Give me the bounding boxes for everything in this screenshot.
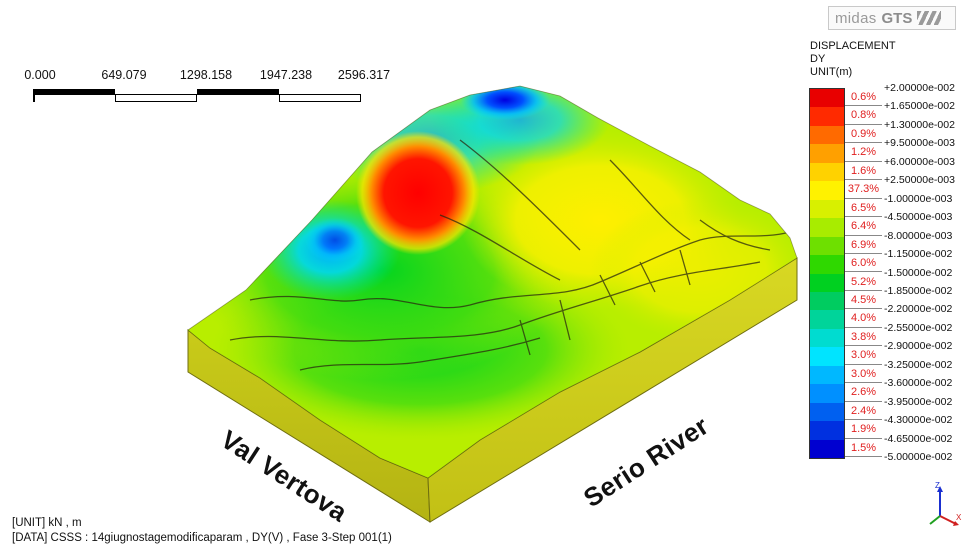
svg-text:Z: Z (935, 481, 940, 490)
legend-tick-label: -1.50000e-002 (884, 266, 953, 279)
scale-segment (33, 89, 115, 95)
legend-percentage: 6.0% (845, 254, 882, 273)
scale-label: 1947.238 (259, 68, 313, 82)
legend-tick-label: -5.00000e-002 (884, 451, 953, 463)
legend-tick-label: -4.50000e-003 (884, 211, 953, 224)
legend-tick-labels: +2.00000e-002 +1.65000e-002 +1.30000e-002 +… (880, 80, 970, 465)
scale-label: 0.000 (24, 68, 56, 82)
legend-tick-label: -8.00000e-003 (884, 229, 953, 242)
legend-color-bar (809, 88, 845, 459)
legend-band (810, 328, 844, 348)
legend-unit: UNIT(m) (810, 66, 853, 78)
logo-stripes-icon (917, 11, 942, 25)
scale-bar (33, 89, 361, 102)
midas-gts-logo: midas GTS (828, 6, 956, 30)
legend-band (810, 144, 844, 164)
legend-tick-label: +2.50000e-003 (884, 174, 955, 187)
scale-label: 649.079 (101, 68, 147, 82)
legend-percentage: 4.5% (845, 291, 882, 310)
legend-percentage: 6.9% (845, 236, 882, 255)
scale-label: 1298.158 (179, 68, 233, 82)
legend-percentages: 0.6%0.8%0.9%1.2%1.6%37.3%6.5%6.4%6.9%6.0… (845, 88, 882, 459)
legend-tick-label: -3.60000e-002 (884, 377, 953, 390)
legend-title: DISPLACEMENT DY UNIT(m) (810, 40, 896, 79)
legend-tick-label: +1.30000e-002 (884, 118, 955, 131)
legend-band (810, 402, 844, 422)
legend-band (810, 236, 844, 256)
legend-percentage: 3.8% (845, 328, 882, 347)
legend-tick-label: -1.15000e-002 (884, 248, 953, 261)
legend-percentage: 3.0% (845, 346, 882, 365)
legend-band (810, 347, 844, 367)
scale-bar-labels: 0.000 649.079 1298.158 1947.238 2596.317 (0, 68, 390, 84)
legend-band (810, 162, 844, 182)
legend-band (810, 181, 844, 201)
legend-percentage: 1.5% (845, 439, 882, 457)
legend-tick-label: -3.95000e-002 (884, 395, 953, 408)
legend-percentage: 5.2% (845, 273, 882, 291)
legend-band (810, 218, 844, 238)
legend-component: DY (810, 53, 826, 65)
status-data: [DATA] CSSS : 14giugnostagemodificaparam… (12, 532, 392, 544)
scale-segment (279, 94, 361, 102)
legend-percentage: 0.9% (845, 125, 882, 144)
scale-segment (115, 94, 197, 102)
legend-tick-label: +6.00000e-003 (884, 155, 955, 168)
legend-band (810, 199, 844, 219)
legend-percentage: 6.4% (845, 217, 882, 236)
legend-percentage: 2.6% (845, 383, 882, 402)
top-surface (188, 86, 797, 478)
legend-band (810, 291, 844, 311)
legend-percentage: 0.6% (845, 88, 882, 107)
legend-band (810, 365, 844, 385)
scale-segment (197, 89, 279, 95)
legend-result-name: DISPLACEMENT (810, 40, 896, 52)
legend-tick-label: -2.90000e-002 (884, 340, 953, 353)
legend-band (810, 125, 844, 145)
logo-text: midas (835, 9, 877, 27)
legend-band (810, 107, 844, 127)
legend-tick-label: -2.55000e-002 (884, 321, 953, 334)
legend-band (810, 421, 844, 441)
legend-tick-label: -1.85000e-002 (884, 284, 953, 297)
legend-percentage: 3.0% (845, 365, 882, 384)
scale-label: 2596.317 (337, 68, 391, 82)
legend-band (810, 255, 844, 274)
legend-band (810, 89, 844, 108)
legend-percentage: 1.9% (845, 420, 882, 439)
legend-percentage: 1.2% (845, 143, 882, 162)
legend-tick-label: -2.20000e-002 (884, 303, 953, 316)
legend-percentage: 4.0% (845, 309, 882, 328)
legend-percentage: 6.5% (845, 199, 882, 218)
legend-percentage: 2.4% (845, 402, 882, 421)
legend-band (810, 384, 844, 404)
logo-suffix: GTS (881, 9, 913, 27)
svg-text:X: X (956, 513, 962, 522)
legend-tick-label: +9.50000e-003 (884, 137, 955, 150)
legend-band (810, 439, 844, 459)
legend-tick-label: -4.30000e-002 (884, 414, 953, 427)
legend-tick-label: +2.00000e-002 (884, 82, 955, 94)
status-unit: [UNIT] kN , m (12, 517, 82, 529)
axis-triad-icon: Z X (929, 481, 962, 526)
legend-tick-label: -3.25000e-002 (884, 358, 953, 371)
legend-percentage: 0.8% (845, 106, 882, 125)
legend-band (810, 310, 844, 330)
legend-tick-label: -4.65000e-002 (884, 432, 953, 445)
legend-tick-label: +1.65000e-002 (884, 100, 955, 113)
legend-percentage: 1.6% (845, 162, 882, 181)
status-info: [UNIT] kN , m [DATA] CSSS : 14giugnostag… (12, 516, 392, 546)
legend-band (810, 273, 844, 293)
legend-percentage: 37.3% (845, 180, 882, 199)
legend-tick-label: -1.00000e-003 (884, 192, 953, 205)
scale-end-tick (33, 89, 35, 102)
